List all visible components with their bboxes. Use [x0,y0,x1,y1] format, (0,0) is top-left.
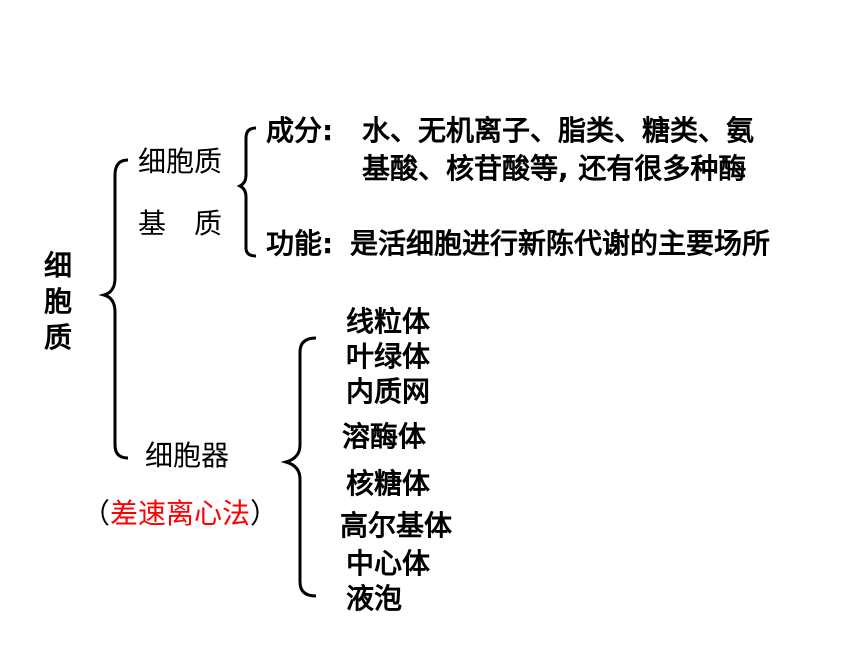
organelle-item: 内质网 [346,375,431,408]
matrix-brace [236,126,257,258]
method-paren-open: （ [82,497,111,530]
organelle-item: 中心体 [346,547,431,580]
organelle-label: 细胞器 [145,439,230,472]
organelle-item: 溶酶体 [342,420,427,453]
root-char: 质 [43,321,72,354]
organelle-item: 液泡 [346,582,403,615]
method-note: （差速离心法） [82,500,278,528]
matrix-label-line1: 细胞质 [138,145,223,178]
composition-label: 成分: [266,114,334,147]
organelle-brace [280,336,317,598]
function-text: 是活细胞进行新陈代谢的主要场所 [350,227,771,260]
function-label: 功能: [266,227,334,260]
composition-text-line2: 基酸、核苷酸等, 还有很多种酶 [362,152,747,185]
method-text: 差速离心法 [110,497,251,530]
root-char: 细 [43,249,72,282]
main-brace [98,158,129,460]
method-paren-close: ） [250,497,279,530]
organelle-item: 核糖体 [346,467,431,500]
organelle-item: 高尔基体 [340,509,453,542]
matrix-label-line2: 基 质 [138,207,223,240]
composition-text-line1: 水、无机离子、脂类、糖类、氨 [362,114,755,147]
organelle-item: 线粒体 [346,305,431,338]
root-char: 胞 [43,285,72,318]
organelle-item: 叶绿体 [346,340,431,373]
root-label-cytoplasm: 细 胞 质 [42,248,74,356]
